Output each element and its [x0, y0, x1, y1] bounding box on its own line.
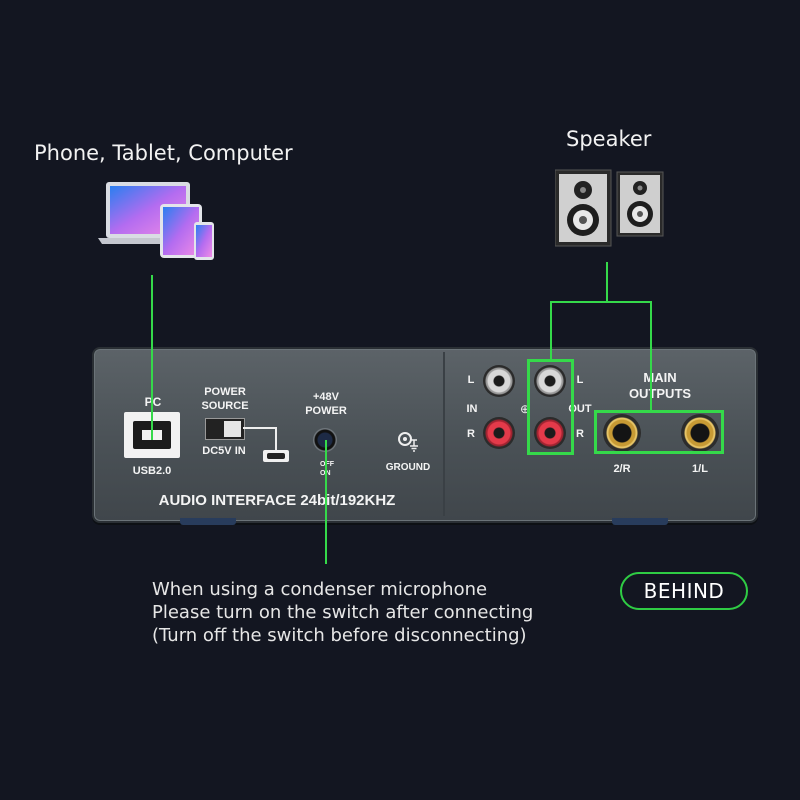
- speaker-to-main-line: [650, 301, 652, 411]
- panel-divider: [443, 352, 445, 516]
- dc-in-port[interactable]: [263, 450, 289, 462]
- tablet-icon: [160, 204, 202, 258]
- behind-badge: BEHIND: [620, 572, 748, 610]
- panel-foot-left: [180, 518, 236, 525]
- main-output-2r-jack[interactable]: [603, 414, 641, 452]
- speaker-icon: [555, 169, 664, 247]
- devices-label: Phone, Tablet, Computer: [34, 141, 293, 165]
- main-outputs-label-1: MAIN: [643, 370, 677, 385]
- rca-in-left[interactable]: [483, 365, 515, 397]
- power-source-label-1: POWER: [204, 386, 246, 398]
- ground-label: GROUND: [385, 462, 431, 473]
- main-outputs-label-2: OUTPUTS: [628, 386, 692, 401]
- phone-icon: [194, 222, 214, 260]
- usb-label: USB2.0: [132, 465, 172, 477]
- dc-wire: [243, 427, 277, 429]
- in-l-label: L: [467, 374, 475, 386]
- main-output-1l-jack[interactable]: [681, 414, 719, 452]
- rca-in-right[interactable]: [483, 417, 515, 449]
- in-label: IN: [466, 403, 478, 415]
- speaker-connection-line: [606, 262, 608, 302]
- audio-interface-panel: [92, 347, 758, 523]
- phantom-label-1: +48V: [313, 391, 339, 403]
- speaker-branch-line: [550, 301, 652, 303]
- note-line-3: (Turn off the switch before disconnectin…: [152, 625, 527, 646]
- rca-out-right[interactable]: [534, 417, 566, 449]
- ground-icon: [398, 432, 418, 452]
- out-l-label: L: [576, 374, 584, 386]
- pc-connection-line: [151, 275, 153, 440]
- link-icon: ⊕: [520, 402, 531, 416]
- power-source-switch[interactable]: [205, 418, 245, 440]
- out-1l-label: 1/L: [692, 463, 708, 475]
- dc-in-label: DC5V IN: [202, 445, 246, 457]
- speaker-to-rca-line: [550, 301, 552, 361]
- power-source-label-2: SOURCE: [201, 400, 249, 412]
- out-r-label: R: [576, 428, 584, 440]
- panel-foot-right: [612, 518, 668, 525]
- dc-wire-v: [275, 427, 277, 451]
- out-2r-label: 2/R: [613, 463, 631, 475]
- on-label: ON: [320, 470, 344, 478]
- in-r-label: R: [467, 428, 475, 440]
- note-line-1: When using a condenser microphone: [152, 579, 488, 600]
- rca-out-left[interactable]: [534, 365, 566, 397]
- pc-label: PC: [138, 396, 168, 409]
- phantom-label-2: POWER: [305, 405, 347, 417]
- panel-title: AUDIO INTERFACE 24bit/192KHZ: [158, 492, 396, 509]
- phantom-connection-line: [325, 440, 327, 564]
- out-label: OUT: [568, 403, 592, 415]
- off-label: OFF: [320, 461, 334, 468]
- main-outputs-highlight: [594, 410, 724, 454]
- speaker-label: Speaker: [566, 127, 652, 151]
- devices-icon: [98, 182, 214, 260]
- note-line-2: Please turn on the switch after connecti…: [152, 602, 534, 623]
- rca-out-highlight: [527, 359, 574, 455]
